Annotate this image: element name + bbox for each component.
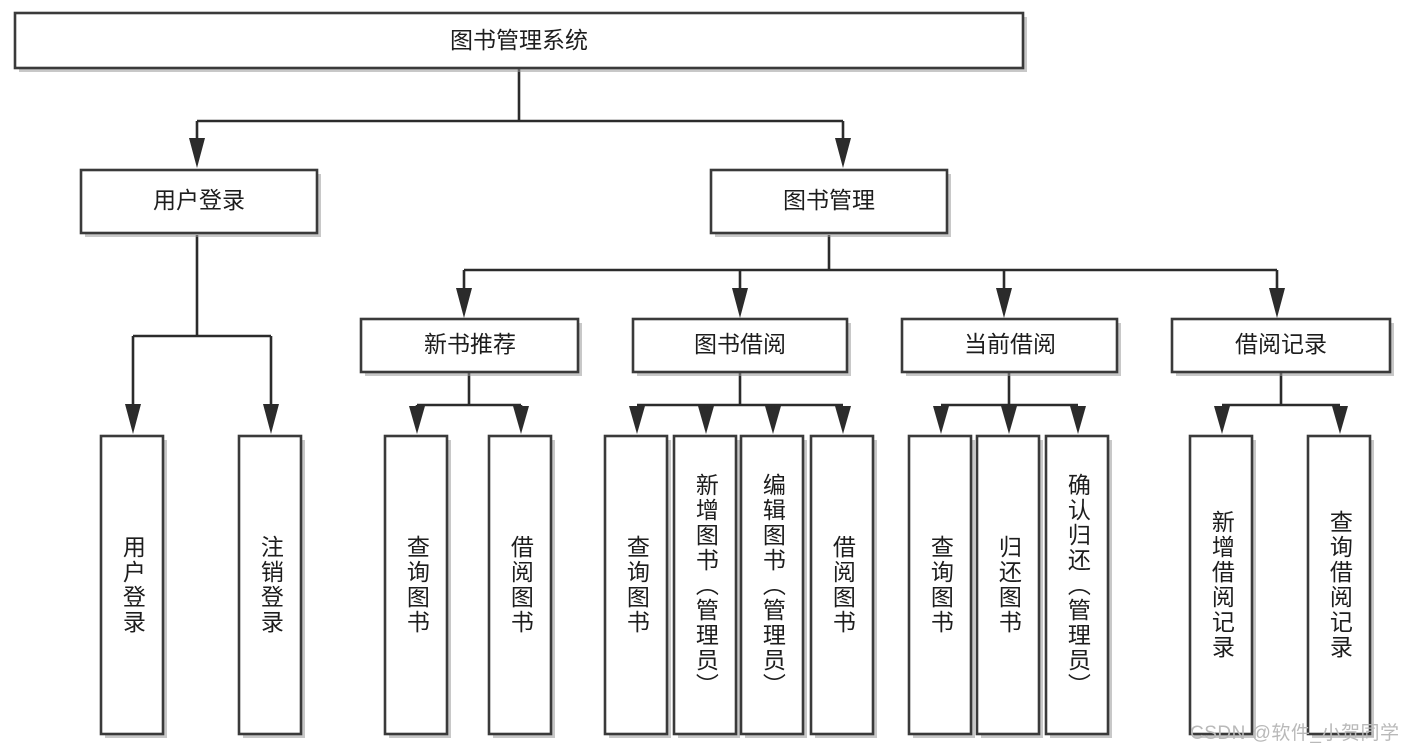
node-current-borrow-label: 当前借阅 [964, 331, 1056, 357]
connector-currentborrow-to-leaves [933, 373, 1086, 434]
leaf-node-bookborrow-query[interactable] [603, 434, 671, 738]
connector-root-to-level2 [189, 68, 851, 168]
node-current-borrow[interactable]: 当前借阅 [900, 317, 1121, 376]
connector-bookmanage-to-level3 [456, 235, 1285, 318]
node-book-borrow[interactable]: 图书借阅 [631, 317, 851, 376]
leaf-node-user-login-login[interactable] [99, 434, 167, 738]
node-book-manage[interactable]: 图书管理 [709, 168, 951, 237]
leaf-node-bookborrow-add[interactable] [672, 434, 740, 738]
node-borrow-record[interactable]: 借阅记录 [1170, 317, 1394, 376]
leaf-node-bookborrow-edit[interactable] [739, 434, 807, 738]
node-user-login-label: 用户登录 [153, 187, 245, 213]
node-root[interactable]: 图书管理系统 [13, 11, 1027, 72]
connector-newbook-to-leaves [409, 373, 529, 434]
connector-bookborrow-to-leaves [629, 373, 851, 434]
connector-borrowrecord-to-leaves [1214, 373, 1348, 434]
leaf-node-currentborrow-return[interactable] [975, 434, 1043, 738]
leaf-node-currentborrow-query[interactable] [907, 434, 975, 738]
leaf-node-currentborrow-confirm[interactable] [1044, 434, 1112, 738]
leaf-node-user-login-logout[interactable] [237, 434, 305, 738]
node-root-label: 图书管理系统 [450, 27, 588, 53]
leaf-node-borrowrecord-query[interactable] [1306, 434, 1374, 738]
node-book-borrow-label: 图书借阅 [694, 331, 786, 357]
leaf-node-borrowrecord-add[interactable] [1188, 434, 1256, 738]
connector-userlogin-to-leaves [125, 235, 279, 434]
watermark: CSDN @软件_小贺同学 [1190, 723, 1400, 744]
node-user-login[interactable]: 用户登录 [79, 168, 321, 237]
leaf-node-newbook-borrow[interactable] [487, 434, 555, 738]
leaf-node-bookborrow-borrow[interactable] [809, 434, 877, 738]
node-book-manage-label: 图书管理 [783, 187, 875, 213]
leaf-node-newbook-query[interactable] [383, 434, 451, 738]
node-new-book-recommend-label: 新书推荐 [424, 331, 516, 357]
node-borrow-record-label: 借阅记录 [1235, 331, 1327, 357]
node-new-book-recommend[interactable]: 新书推荐 [359, 317, 582, 376]
